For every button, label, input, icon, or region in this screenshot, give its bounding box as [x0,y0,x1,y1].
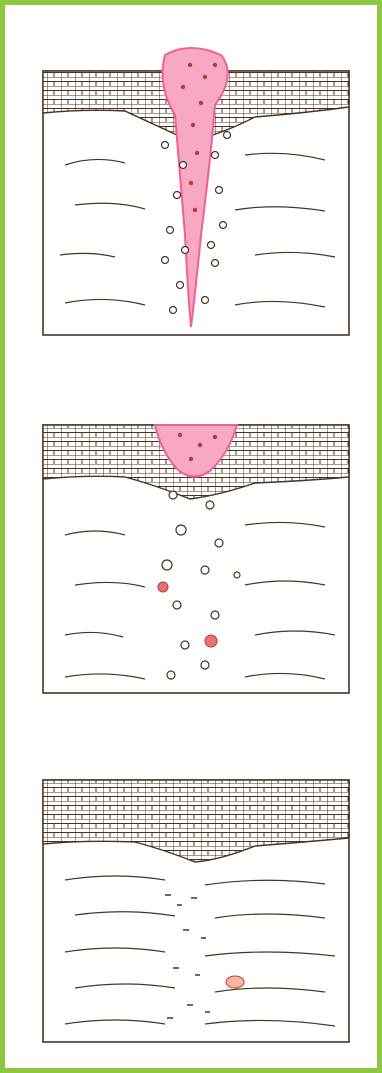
stage-3-panel [5,720,382,1073]
stage-2-panel [5,365,382,725]
residual-cell [226,976,244,988]
stage-1-panel [5,5,382,365]
